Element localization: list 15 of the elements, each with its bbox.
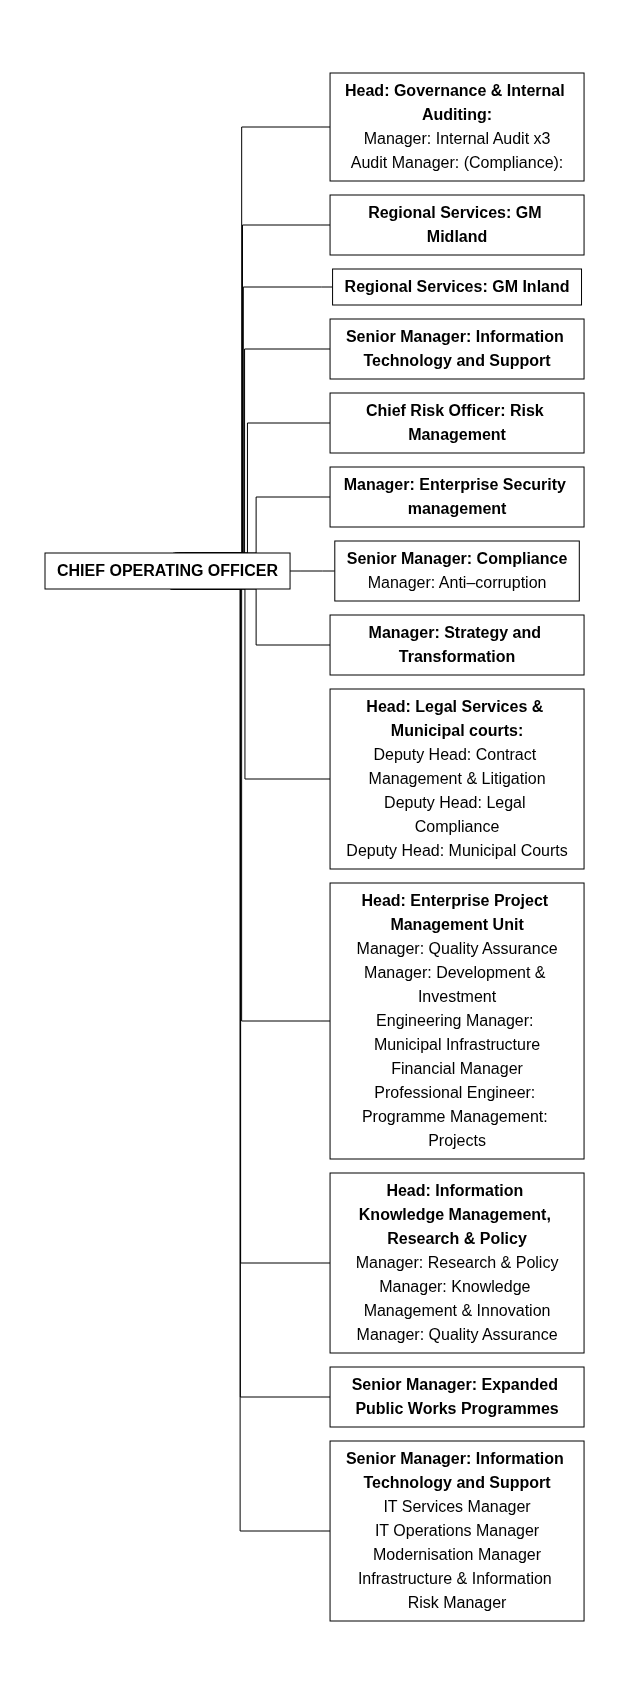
node-box: Senior Manager: Compliance Manager: Anti–corruption <box>334 540 580 601</box>
node-box: Head: Information Knowledge Management, Research & Policy Manager: Research & Policy Manager: Knowledge Management & Innovation Manager: Quality Assurance <box>329 1172 585 1353</box>
connector <box>289 570 336 571</box>
node-box: Head: Governance & Internal Auditing: Manager: Internal Audit x3 Audit Manager: (Compliance): <box>329 72 585 181</box>
node-box: CHIEF OPERATING OFFICER <box>44 552 291 589</box>
node-box: Chief Risk Officer: Risk Management <box>329 392 585 453</box>
node-box: Senior Manager: Information Technology and Support <box>329 318 585 379</box>
node-box: Manager: Enterprise Security management <box>329 466 585 527</box>
node-box: Head: Legal Services & Municipal courts: Deputy Head: Contract Management & Litigation Deputy Head: Legal Compliance Deputy Head: Municipal Courts <box>329 688 585 869</box>
node-box: Head: Enterprise Project Management Unit Manager: Quality Assurance Manager: Development & Investment Engineering Manager: Municipal Infrastructure Financial Manager Professional Engineer: Programme Management: Projects <box>329 882 585 1159</box>
node-box: Manager: Strategy and Transformation <box>329 614 585 675</box>
node-box: Senior Manager: Expanded Public Works Programmes <box>329 1366 585 1427</box>
node-box: Senior Manager: Information Technology and Support IT Services Manager IT Operations Manager Modernisation Manager Infrastructure & Information Risk Manager <box>329 1440 585 1621</box>
node-box: Regional Services: GM Midland <box>329 194 585 255</box>
node-box: Regional Services: GM Inland <box>332 268 582 305</box>
